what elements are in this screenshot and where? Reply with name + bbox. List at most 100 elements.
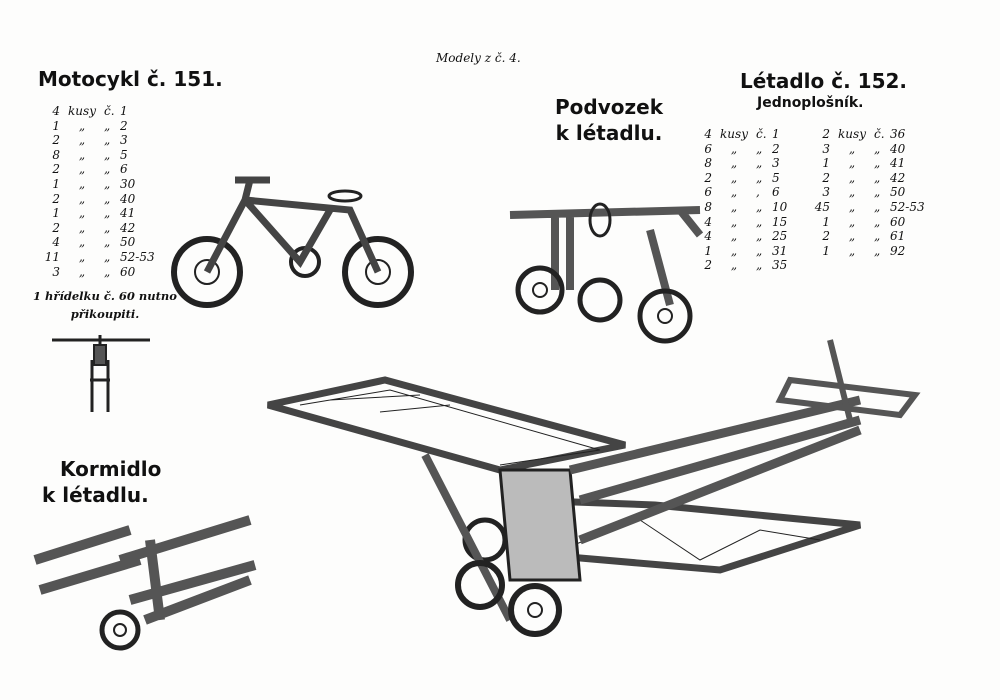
part-unit: „	[848, 156, 856, 171]
part-number: 42	[120, 220, 136, 235]
part-unit: „	[78, 220, 86, 235]
part-quantity: 2	[822, 127, 830, 141]
part-row: 4 „ „ 25	[692, 229, 820, 244]
part-no-label: „	[874, 199, 881, 214]
motocykl-title: Motocykl č. 151.	[38, 67, 223, 91]
part-number: 31	[772, 243, 788, 258]
part-quantity: 4	[52, 235, 60, 250]
part-unit: „	[78, 118, 86, 133]
part-row: 1„„41	[810, 156, 938, 171]
part-number: 5	[120, 147, 128, 162]
part-unit: „	[78, 133, 86, 148]
part-number: 25	[772, 229, 788, 244]
part-row: 1„„41	[40, 206, 168, 221]
kormidlo-title: Kormidlo k létadlu.	[42, 456, 161, 508]
part-unit: „	[848, 141, 856, 156]
part-number: 42	[890, 170, 906, 185]
part-quantity: 2	[822, 229, 830, 244]
part-row: 2„„6	[40, 162, 168, 177]
part-quantity: 4	[704, 214, 712, 229]
part-no-label: „	[104, 133, 111, 148]
part-quantity: 8	[52, 147, 60, 162]
part-no-label: „	[104, 235, 111, 250]
part-no-label: „	[756, 141, 763, 156]
part-quantity: 2	[52, 162, 60, 177]
part-quantity: 2	[822, 170, 830, 185]
part-row: 2„„61	[810, 229, 938, 244]
part-quantity: 3	[52, 264, 60, 279]
part-number: 10	[772, 199, 788, 214]
part-row: 2„„42	[810, 171, 938, 186]
part-number: 2	[772, 141, 780, 156]
part-quantity: 2	[704, 258, 712, 273]
part-no-label: „	[756, 229, 763, 244]
part-row: 6„„2	[692, 142, 820, 157]
part-number: 15	[772, 214, 788, 229]
part-no-label: „	[104, 162, 111, 177]
part-number: 40	[890, 141, 906, 156]
kormidlo-line-2: k létadlu.	[42, 483, 149, 507]
part-row: 1„„2	[40, 119, 168, 134]
part-no-label: „	[874, 170, 881, 185]
part-quantity: 11	[44, 249, 60, 264]
part-row: 2„„35	[692, 258, 820, 273]
part-unit: „	[730, 185, 738, 200]
part-number: 1	[120, 104, 128, 118]
undercarriage-illustration	[509, 202, 704, 344]
part-row: 1„„30	[40, 177, 168, 192]
part-no-label: „	[756, 258, 763, 273]
part-row: 6„,6	[692, 185, 820, 200]
podvozek-title: Podvozek k létadlu.	[555, 94, 663, 146]
part-unit: „	[78, 264, 86, 279]
part-row: 8„„10	[692, 200, 820, 215]
part-quantity: 3	[822, 185, 830, 200]
part-row: 11„„52-53	[40, 250, 168, 265]
part-unit: „	[730, 229, 738, 244]
part-quantity: 1	[52, 118, 60, 133]
part-quantity: 1	[52, 176, 60, 191]
part-no-label: č.	[756, 127, 767, 141]
rudder-illustration	[33, 515, 257, 651]
part-unit: „	[848, 199, 856, 214]
part-number: 6	[120, 162, 128, 177]
part-quantity: 2	[704, 170, 712, 185]
part-quantity: 1	[52, 206, 60, 221]
part-row: 3„„60	[40, 265, 168, 280]
part-unit: „	[78, 191, 86, 206]
part-row: 45„„52-53	[810, 200, 938, 215]
part-quantity: 2	[52, 191, 60, 206]
part-quantity: 1	[822, 156, 830, 171]
part-no-label: „	[874, 141, 881, 156]
part-unit: kusy	[68, 104, 96, 118]
part-unit: „	[730, 243, 738, 258]
part-unit: „	[730, 141, 738, 156]
part-row: 2„„40	[40, 192, 168, 207]
part-no-label: č.	[874, 127, 885, 141]
part-number: 50	[890, 185, 906, 200]
part-quantity: 4	[52, 104, 60, 118]
part-row: 2„„5	[692, 171, 820, 186]
part-row: 3„„50	[810, 185, 938, 200]
part-number: 40	[120, 191, 136, 206]
part-quantity: 4	[704, 127, 712, 141]
part-quantity: 4	[704, 229, 712, 244]
part-number: 92	[890, 243, 906, 258]
part-row: 2„„3	[40, 133, 168, 148]
letadlo-title: Létadlo č. 152.	[740, 69, 908, 93]
part-unit: „	[78, 249, 86, 264]
part-number: 36	[890, 127, 906, 141]
part-no-label: „	[874, 185, 881, 200]
motorcycle-illustration	[171, 176, 414, 308]
part-unit: „	[78, 206, 86, 221]
part-no-label: „	[104, 206, 111, 221]
letadlo-subtitle: Jednoplošník.	[757, 95, 864, 111]
part-no-label: „	[874, 214, 881, 229]
part-no-label: „	[104, 118, 111, 133]
part-unit: „	[78, 147, 86, 162]
